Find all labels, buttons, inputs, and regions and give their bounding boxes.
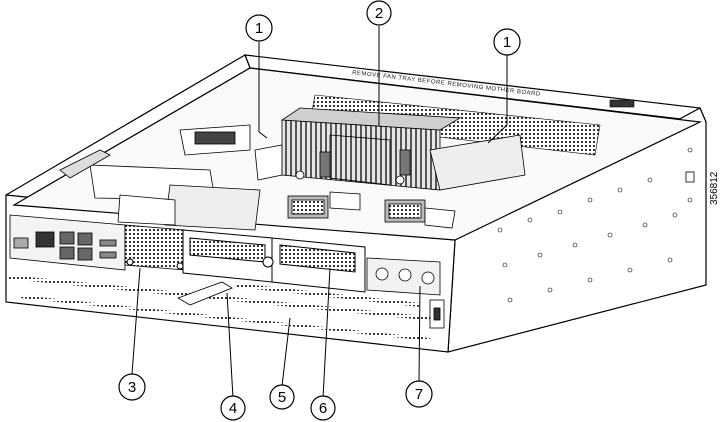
slot-cover-tab bbox=[177, 281, 233, 306]
interior-left-components bbox=[59, 124, 261, 231]
callout-1-left: 1 bbox=[245, 14, 273, 42]
figure-id-label: 356812 bbox=[709, 171, 720, 205]
front-io-panel bbox=[9, 214, 186, 271]
svg-text:1: 1 bbox=[503, 34, 511, 51]
svg-text:3: 3 bbox=[128, 379, 136, 396]
callout-6: 6 bbox=[310, 395, 336, 421]
callout-4: 4 bbox=[220, 395, 246, 421]
front-vent-strips bbox=[8, 275, 445, 341]
svg-text:2: 2 bbox=[375, 5, 383, 22]
side-panel-holes bbox=[497, 147, 693, 303]
svg-text:5: 5 bbox=[278, 389, 286, 406]
antenna-connector-panel bbox=[366, 257, 445, 329]
callout-1-right: 1 bbox=[493, 28, 521, 56]
side-panel-label bbox=[685, 171, 695, 183]
svg-text:4: 4 bbox=[229, 400, 237, 417]
connector-blocks bbox=[287, 191, 456, 229]
callout-7: 7 bbox=[405, 380, 433, 408]
callout-3: 3 bbox=[118, 373, 146, 401]
callout-5: 5 bbox=[269, 384, 295, 410]
callout-leaders bbox=[131, 26, 508, 399]
callout-2: 2 bbox=[366, 0, 392, 26]
rear-handle bbox=[609, 99, 635, 108]
svg-text:1: 1 bbox=[255, 20, 263, 37]
heatsink-assembly bbox=[254, 107, 526, 191]
svg-text:6: 6 bbox=[319, 400, 327, 417]
module-bays bbox=[126, 229, 366, 293]
svg-text:7: 7 bbox=[415, 386, 423, 403]
